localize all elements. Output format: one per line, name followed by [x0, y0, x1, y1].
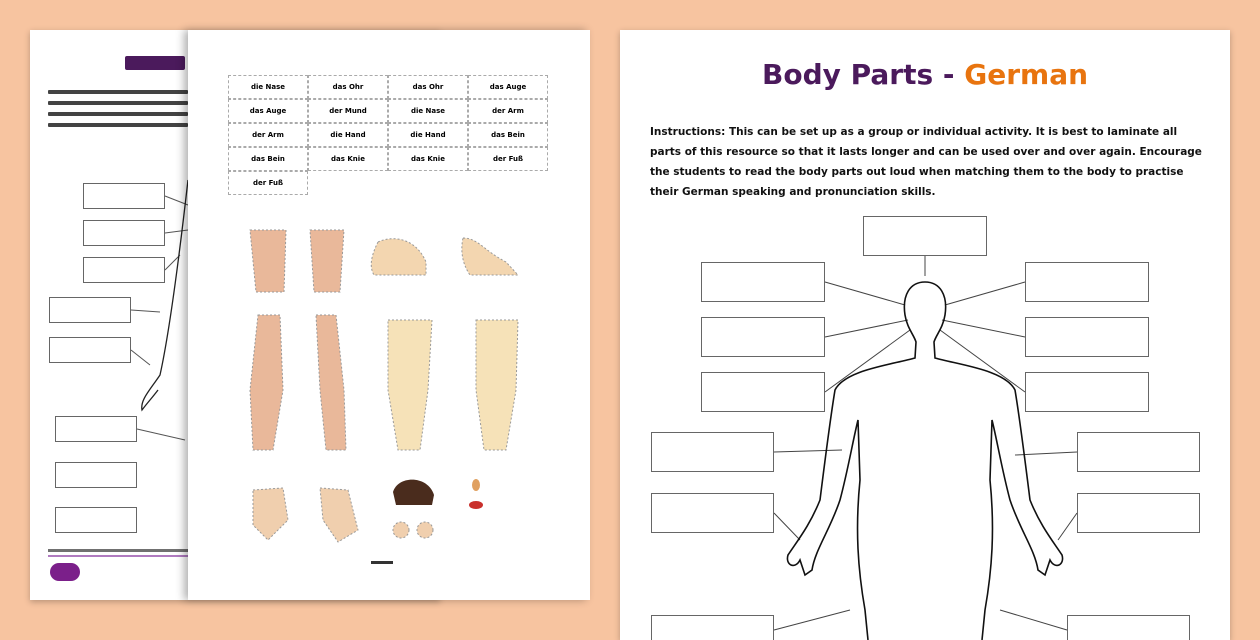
word-card[interactable]: die Nase [228, 75, 308, 99]
word-cards-grid: die Nase das Ohr das Ohr das Auge das Au… [228, 75, 548, 200]
human-body-outline [786, 281, 1064, 640]
instructions-text: Instructions: This can be set up as a gr… [650, 126, 1202, 198]
foot-cutout [461, 237, 520, 276]
label-box [55, 416, 137, 442]
word-card[interactable]: das Auge [228, 99, 308, 123]
label-box[interactable] [701, 317, 825, 357]
footer-text [48, 549, 188, 552]
page-number [371, 561, 393, 564]
page-title-partial [125, 56, 185, 70]
word-card[interactable]: der Fuß [228, 171, 308, 195]
arm-upper-cutout [309, 229, 345, 293]
text-line [48, 112, 188, 116]
word-card[interactable]: der Fuß [468, 147, 548, 171]
body-part-cutouts [249, 229, 520, 543]
label-box[interactable] [701, 372, 825, 412]
hair-cutout [393, 479, 434, 505]
ear-cutout [416, 521, 434, 539]
label-box[interactable] [651, 493, 774, 533]
label-box[interactable] [651, 615, 774, 640]
page-title: Body Parts - German [762, 58, 1089, 91]
label-box [55, 462, 137, 488]
hand-cutout [319, 487, 359, 543]
leg-cutout [387, 319, 433, 451]
brand-logo [50, 563, 80, 581]
text-line [48, 90, 188, 94]
worksheet-page-main: Body Parts - German Instructions: This c… [620, 30, 1230, 640]
foot-cutout [370, 238, 427, 276]
label-box [83, 257, 165, 283]
word-card[interactable]: das Knie [308, 147, 388, 171]
ear-cutout [392, 521, 410, 539]
word-card[interactable]: die Hand [388, 123, 468, 147]
label-box [49, 337, 131, 363]
label-box [83, 183, 165, 209]
word-card[interactable]: die Hand [308, 123, 388, 147]
word-card[interactable]: der Mund [308, 99, 388, 123]
word-card[interactable]: das Auge [468, 75, 548, 99]
arm-cutout [315, 314, 347, 451]
word-card[interactable]: das Ohr [388, 75, 468, 99]
label-box [55, 507, 137, 533]
hand-cutout [252, 487, 289, 541]
body-outline-partial [130, 179, 189, 441]
mouth-cutout [469, 501, 483, 509]
label-box[interactable] [1025, 262, 1149, 302]
label-box [49, 297, 131, 323]
label-box[interactable] [1025, 372, 1149, 412]
label-box[interactable] [1077, 493, 1200, 533]
arm-upper-cutout [249, 229, 287, 293]
instructions-text-partial [48, 90, 188, 134]
arm-cutout [249, 314, 284, 451]
label-box[interactable] [651, 432, 774, 472]
word-card[interactable]: das Ohr [308, 75, 388, 99]
text-line [48, 101, 188, 105]
label-box[interactable] [1077, 432, 1200, 472]
word-card[interactable]: das Knie [388, 147, 468, 171]
word-card[interactable]: der Arm [468, 99, 548, 123]
label-box [83, 220, 165, 246]
label-box[interactable] [1025, 317, 1149, 357]
word-card[interactable]: das Bein [228, 147, 308, 171]
leg-cutout [475, 319, 519, 451]
label-box[interactable] [1067, 615, 1190, 640]
word-card[interactable]: der Arm [228, 123, 308, 147]
nose-cutout [472, 479, 480, 491]
body-diagram [773, 256, 1078, 640]
word-card[interactable]: das Bein [468, 123, 548, 147]
word-card[interactable]: die Nase [388, 99, 468, 123]
label-box[interactable] [701, 262, 825, 302]
label-box-head[interactable] [863, 216, 987, 256]
cutout-page: die Nase das Ohr das Ohr das Auge das Au… [188, 30, 590, 600]
text-line [48, 123, 188, 127]
